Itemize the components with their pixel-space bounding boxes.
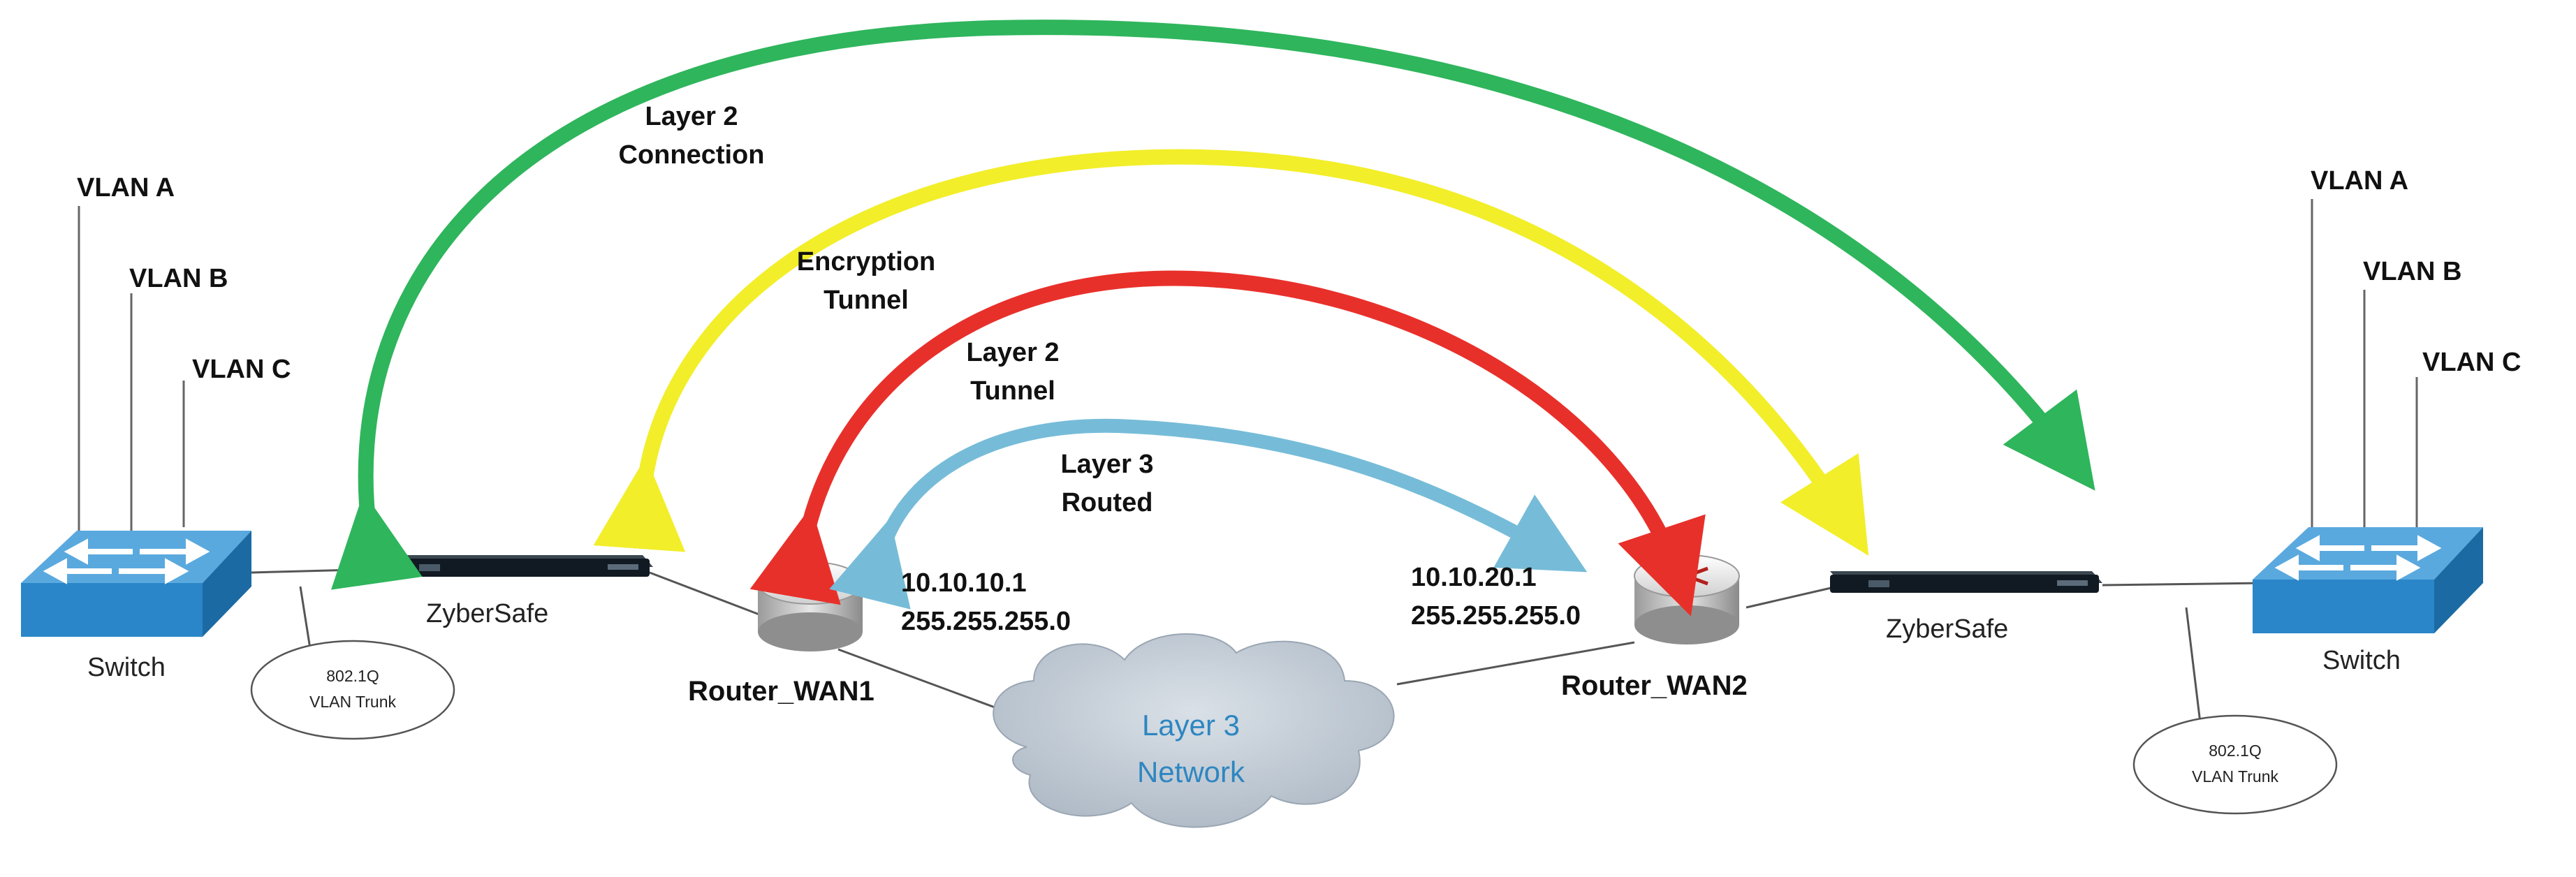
layer2-connection-arc (330, 20, 2095, 590)
left-vlan-a-label: VLAN A (77, 173, 175, 202)
encryption-tunnel-line1: Encryption (796, 247, 936, 277)
link-right-trunk-pointer (2185, 607, 2202, 723)
layer2-connection-line1: Layer 2 (645, 102, 738, 131)
left-trunk-line2: VLAN Trunk (309, 692, 396, 711)
left-trunk-oval (250, 640, 455, 740)
layer3-routed-line2: Routed (1061, 488, 1153, 518)
network-line2: Network (1136, 756, 1245, 789)
encryption-tunnel-line2: Tunnel (824, 286, 909, 316)
router-wan2-device (1634, 554, 1740, 644)
router-wan1-device (757, 561, 863, 651)
layer2-tunnel-label: Layer 2 Tunnel (922, 334, 1104, 411)
link-left-switch-zybersafe (251, 568, 381, 574)
encryption-tunnel-label: Encryption Tunnel (754, 243, 978, 320)
right-zybersafe-label: ZyberSafe (1886, 614, 2009, 644)
router-wan2-mask: 255.255.255.0 (1411, 601, 1581, 631)
link-right-zybersafe-switch (2102, 582, 2264, 587)
link-router2-right-zybersafe (1746, 585, 1838, 609)
layer3-routed-label: Layer 3 Routed (1023, 445, 1191, 522)
layer2-connection-label: Layer 2 Connection (587, 98, 796, 175)
right-vlan-b-label: VLAN B (2363, 257, 2462, 286)
right-trunk-oval (2132, 714, 2338, 815)
right-zybersafe-device (1830, 571, 2102, 593)
right-trunk-line1: 802.1Q (2209, 742, 2262, 760)
left-trunk-line1: 802.1Q (326, 667, 379, 685)
network-line1: Layer 3 (1141, 709, 1241, 742)
layer2-connection-line2: Connection (618, 140, 765, 170)
router-wan1-ip: 10.10.10.1 (901, 568, 1027, 598)
link-left-zybersafe-router1 (649, 571, 769, 619)
layer2-tunnel-arc (749, 270, 1706, 617)
layer2-tunnel-line1: Layer 2 (966, 338, 1060, 367)
layer3-network-label: Layer 3 Network (1100, 702, 1282, 795)
left-zybersafe-label: ZyberSafe (426, 599, 549, 628)
right-trunk-text: 802.1Q VLAN Trunk (2165, 738, 2305, 790)
right-switch-arrows-icon (2274, 535, 2442, 581)
right-trunk-line2: VLAN Trunk (2192, 767, 2278, 786)
left-vlan-b-label: VLAN B (129, 264, 228, 293)
layer3-routed-line1: Layer 3 (1060, 450, 1154, 479)
router-wan1-name: Router_WAN1 (688, 676, 874, 707)
router-wan2-ip: 10.10.20.1 (1411, 563, 1537, 592)
layer3-network-cloud (993, 633, 1395, 828)
router-wan2-name: Router_WAN2 (1561, 670, 1748, 701)
right-vlan-a-label: VLAN A (2311, 166, 2409, 196)
left-vlan-stems (78, 206, 185, 541)
router-wan2-address: 10.10.20.1 255.255.255.0 (1411, 559, 1581, 635)
right-switch (2253, 527, 2483, 633)
encryption-tunnel-arc (593, 149, 1869, 556)
router-wan1-mask: 255.255.255.0 (901, 607, 1071, 637)
router-wan1-address: 10.10.10.1 255.255.255.0 (901, 564, 1071, 641)
left-switch (21, 531, 251, 637)
right-vlan-c-label: VLAN C (2422, 348, 2522, 377)
link-left-trunk-pointer (299, 586, 312, 654)
link-cloud-router2 (1396, 641, 1635, 686)
right-vlan-stems (2311, 199, 2418, 541)
right-switch-label: Switch (2322, 646, 2401, 675)
layer2-tunnel-line2: Tunnel (970, 376, 1055, 406)
left-vlan-c-label: VLAN C (192, 355, 291, 384)
left-switch-label: Switch (87, 653, 166, 682)
left-trunk-text: 802.1Q VLAN Trunk (283, 663, 423, 715)
left-switch-arrows-icon (43, 538, 210, 584)
left-zybersafe-device (381, 555, 653, 577)
layer3-routed-arc (829, 418, 1588, 610)
